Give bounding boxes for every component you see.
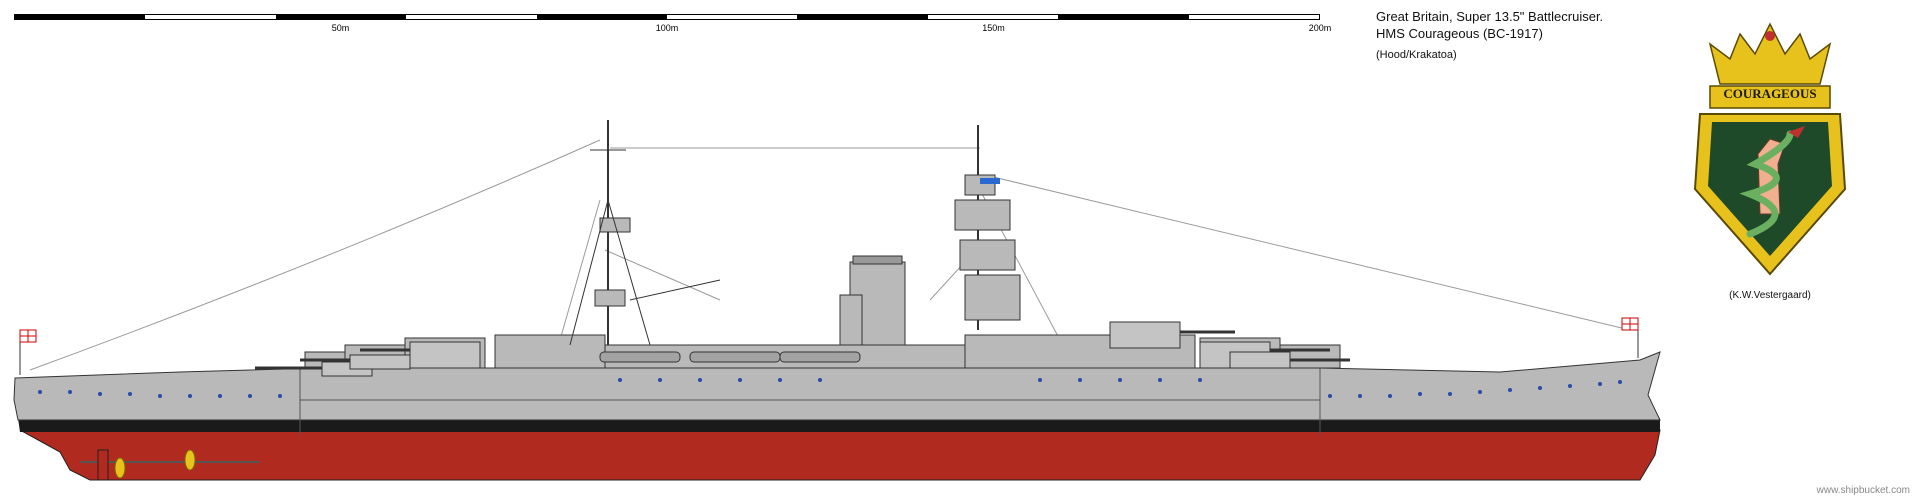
scale-label-50: 50m <box>331 23 350 33</box>
scale-label-100: 100m <box>655 23 679 33</box>
propellers <box>80 449 260 481</box>
credit-text: (K.W.Vestergaard) <box>1729 290 1811 301</box>
ship-profile-drawing <box>13 120 1661 481</box>
badge-serpent <box>1739 130 1794 238</box>
portholes <box>38 378 1622 398</box>
naval-crown <box>1708 22 1832 85</box>
scale-label-150: 150m <box>982 23 1005 33</box>
badge-nameplate <box>1709 85 1831 109</box>
scale-label-200: 200m <box>1308 23 1332 33</box>
ensign-flags <box>19 317 1639 375</box>
main-mast <box>569 120 721 346</box>
badge-name: COURAGEOUS <box>1723 86 1817 101</box>
funnels <box>839 255 906 346</box>
hull-red-underwater <box>19 429 1661 481</box>
title-subtitle: (Hood/Krakatoa) <box>1376 49 1457 61</box>
scale-bar: 50m 100m 150m 200m <box>14 10 1331 34</box>
gun-barrels <box>255 330 1350 370</box>
watermark-text: www.shipbucket.com <box>1816 485 1910 496</box>
scale-bar-track <box>14 14 1320 20</box>
title-block: Great Britain, Super 13.5" Battlecruiser… <box>1376 8 1603 64</box>
rigging <box>29 139 1631 371</box>
title-line-2: HMS Courageous (BC-1917) <box>1376 26 1543 41</box>
boot-topping <box>18 418 1660 432</box>
fore-tower <box>954 125 1021 330</box>
badge-serpent-tongue <box>1788 126 1805 138</box>
main-turrets <box>321 321 1291 377</box>
title-line-1: Great Britain, Super 13.5" Battlecruiser… <box>1376 9 1604 24</box>
ship-badge <box>1693 22 1847 276</box>
boats <box>599 351 861 363</box>
